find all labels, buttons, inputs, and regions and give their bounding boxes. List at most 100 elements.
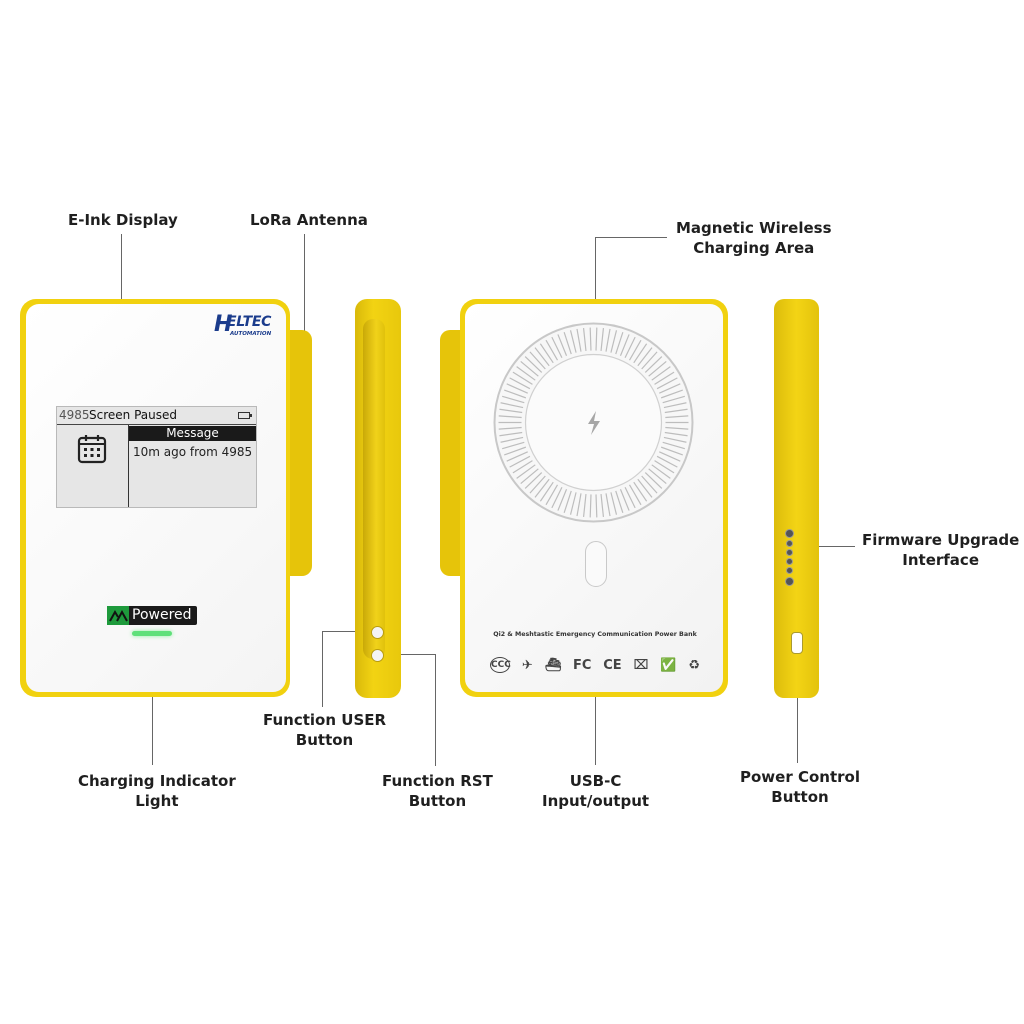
ring-tick <box>512 460 533 474</box>
ring-tick <box>500 436 524 443</box>
screen-node-id: 4985 <box>59 408 90 422</box>
ring-tick <box>539 481 554 502</box>
ce-mark: CE <box>603 657 622 673</box>
ring-tick <box>498 415 522 419</box>
ring-tick <box>605 493 611 517</box>
ring-tick <box>569 492 577 515</box>
leader-usbc <box>595 697 596 765</box>
ring-tick <box>502 441 525 450</box>
ring-tick <box>619 334 630 356</box>
powered-badge: Powered <box>107 606 197 625</box>
ring-tick <box>589 494 592 518</box>
ring-tick <box>619 489 630 511</box>
user-button[interactable] <box>371 626 384 639</box>
ring-tick <box>624 486 636 509</box>
ring-tick <box>600 327 605 351</box>
meshtastic-icon <box>107 606 129 625</box>
ring-tick <box>499 408 523 414</box>
ring-tick <box>529 475 546 494</box>
ring-tick <box>534 478 550 498</box>
rst-button[interactable] <box>371 649 384 662</box>
plane-icon: ✈ <box>521 657 533 673</box>
ring-tick <box>509 377 531 390</box>
ring-tick <box>648 468 667 485</box>
ring-tick <box>499 431 523 437</box>
ring-tick <box>569 330 577 353</box>
ring-tick <box>641 351 658 370</box>
ring-tick <box>659 451 681 462</box>
lightning-icon <box>588 411 600 435</box>
ring-tick <box>660 446 683 456</box>
leader-firmware <box>819 546 855 547</box>
ring-tick <box>664 408 688 414</box>
ring-tick <box>557 489 568 511</box>
ring-tick <box>529 351 546 370</box>
battery-icon <box>238 412 252 419</box>
ring-tick <box>563 490 572 514</box>
ring-tick <box>663 436 687 443</box>
ship-icon: ⛴ <box>544 657 562 673</box>
calendar-icon <box>77 435 107 464</box>
leader-lora-v <box>304 234 305 332</box>
ring-tick <box>563 331 572 355</box>
ccc-icon: CCC <box>490 657 511 673</box>
ring-tick <box>660 389 683 399</box>
leader-user-h <box>322 631 356 632</box>
certification-marks: CCC ✈ ⛴ FC CE ⌧ ✅ ♻ <box>490 654 700 676</box>
product-description: Qi2 & Meshtastic Emergency Communication… <box>493 631 697 638</box>
label-eink-display: E-Ink Display <box>68 211 178 229</box>
weee-icon: ⌧ <box>633 657 649 673</box>
ring-tick <box>506 451 528 462</box>
ring-tick <box>633 481 648 502</box>
ring-tick <box>539 343 554 364</box>
ring-tick <box>633 343 648 364</box>
ring-tick <box>610 330 618 353</box>
rohs-icon: ✅ <box>660 657 677 673</box>
ring-tick <box>659 383 681 394</box>
ring-tick <box>509 455 531 468</box>
ring-tick <box>582 494 587 518</box>
ring-tick <box>520 468 539 485</box>
ring-tick <box>512 371 533 385</box>
ring-tick <box>624 336 636 359</box>
ring-tick <box>576 328 582 352</box>
ring-tick <box>595 327 598 351</box>
ring-tick <box>524 356 543 373</box>
logo-wordmark: ELTEC <box>227 314 272 330</box>
screen-title: Screen Paused <box>89 408 177 422</box>
ring-tick <box>502 395 525 404</box>
ring-tick <box>654 460 675 474</box>
firmware-pin <box>786 549 793 556</box>
ring-tick <box>615 490 624 514</box>
ring-tick <box>595 494 598 518</box>
heltec-logo: H ELTEC AUTOMATION <box>214 312 294 342</box>
logo-initial: H <box>214 312 233 337</box>
logo-subtitle: AUTOMATION <box>230 331 272 337</box>
ring-tick <box>648 360 667 377</box>
ring-tick <box>600 494 605 518</box>
ring-tick <box>637 478 653 498</box>
ring-tick <box>637 347 653 367</box>
device-side-right <box>774 299 819 698</box>
ring-tick <box>610 492 618 515</box>
power-control-button[interactable] <box>791 632 803 654</box>
firmware-pin <box>786 540 793 547</box>
leader-magnetic-h <box>595 237 667 238</box>
ring-tick <box>665 426 689 430</box>
ring-tick <box>504 446 527 456</box>
ring-tick <box>551 486 563 509</box>
ring-tick <box>557 334 568 356</box>
leader-rst-h <box>400 654 436 655</box>
charging-indicator-light <box>132 631 172 636</box>
recycle-icon: ♻ <box>688 657 700 673</box>
ring-tick <box>506 383 528 394</box>
ring-tick <box>534 347 550 367</box>
ring-tick <box>656 455 678 468</box>
ring-tick <box>662 441 685 450</box>
firmware-pin <box>786 567 793 574</box>
leader-magnetic-v <box>595 237 596 300</box>
screen-header: 4985 Screen Paused <box>57 407 256 425</box>
